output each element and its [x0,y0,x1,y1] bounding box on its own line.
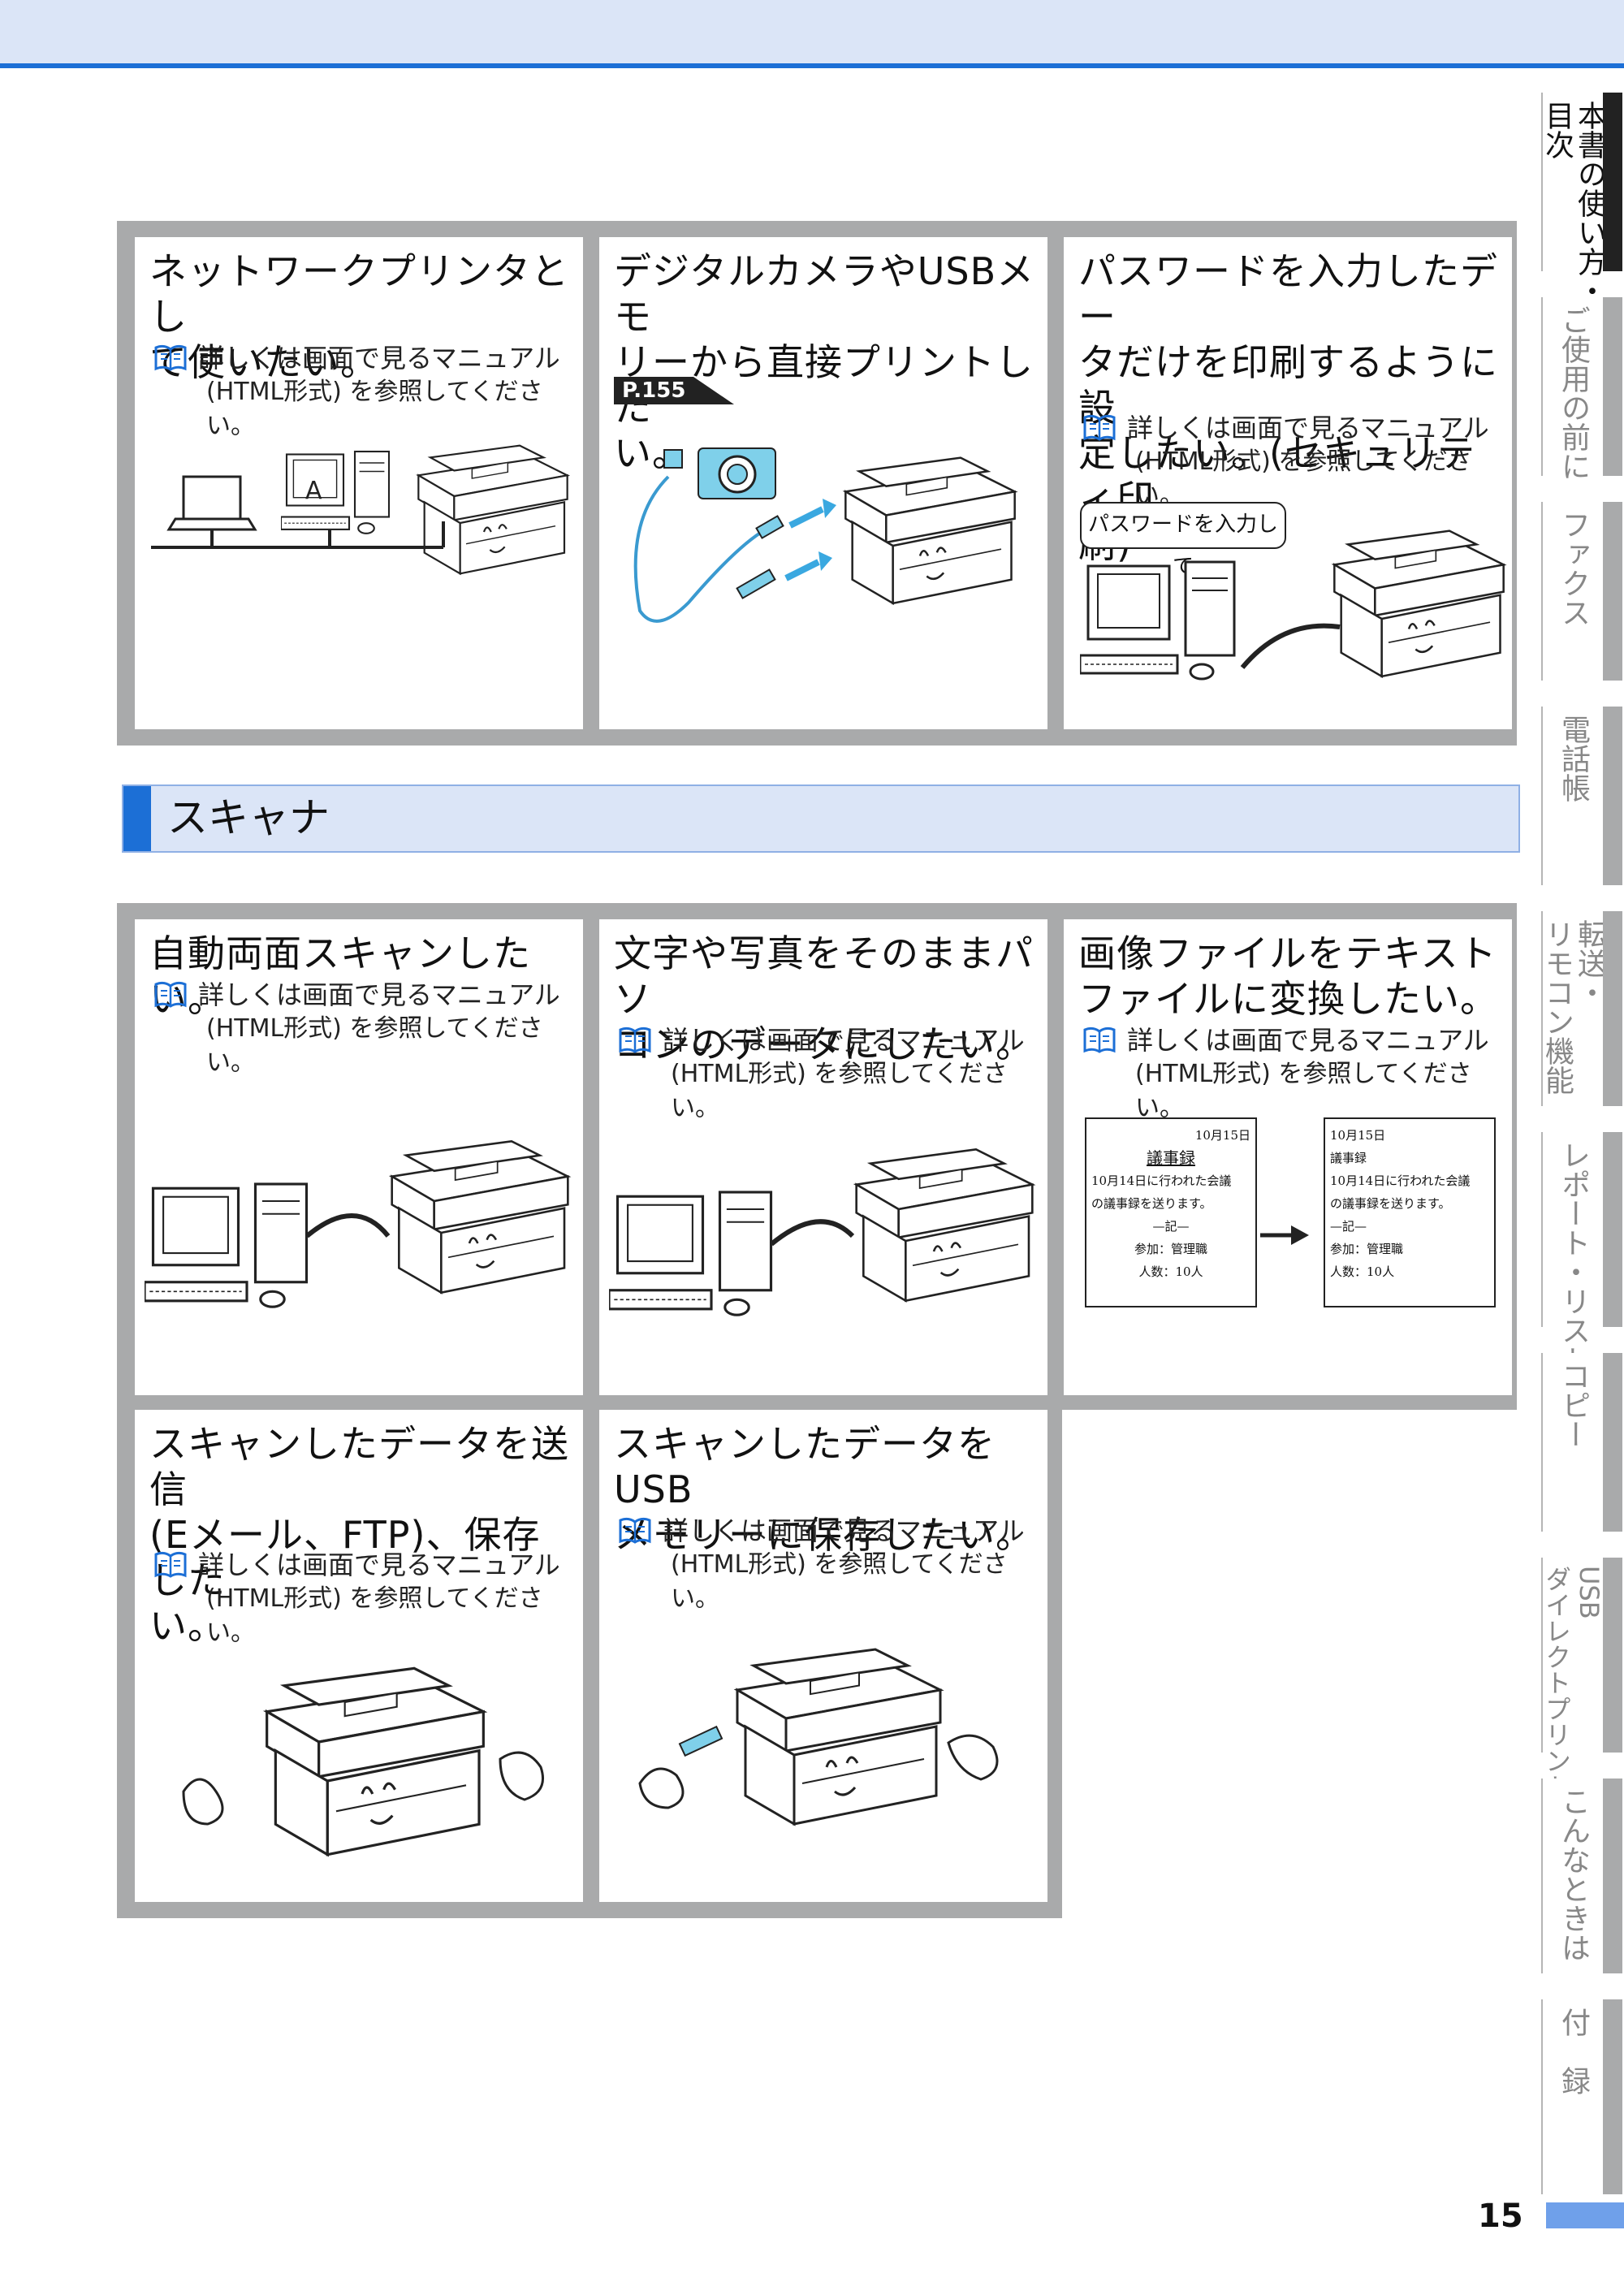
page-reference: P.155 [614,377,735,404]
tab-reports-lists[interactable]: レポート・リスト [1541,1132,1622,1374]
manual-note: 詳しくは画面で見るマニュアル (HTML形式) を参照してください。 [1082,411,1505,513]
card-scan-to-pc: 文字や写真をそのままパソ コンのデータにしたい。 詳しくは画面で見るマニュアル … [599,919,1047,1395]
manual-book-icon [617,1515,653,1545]
manual-book-icon [1082,413,1117,442]
tab-usb-direct-print[interactable]: USB ダイレクトプリント [1541,1558,1622,1800]
manual-note: 詳しくは画面で見るマニュアル (HTML形式) を参照してください。 [617,1514,1041,1616]
card-title: 文字や写真をそのままパソ コンのデータにしたい。 [614,931,1034,1066]
document-text: 10月15日 議事録 10月14日に行われた会議 の議事録を送ります。 —記— … [1324,1117,1496,1307]
card-camera-usb-print: デジタルカメラやUSBメモ リーから直接プリントした い。 P.155 [599,237,1047,729]
network-printer-illustration: A [151,444,568,575]
section-marker [123,786,151,851]
tab-copy[interactable]: コピー [1541,1353,1622,1532]
document-image: 10月15日 議事録 10月14日に行われた会議 の議事録を送ります。 —記— … [1085,1117,1257,1307]
card-title: 自動両面スキャンしたい。 [149,931,531,1021]
tab-appendix[interactable]: 付 録 [1541,1999,1622,2194]
speech-bubble: パスワードを入力して [1080,502,1286,579]
scan-to-usb-illustration [638,1597,999,1897]
manual-book-icon [153,979,188,1009]
tab-phonebook[interactable]: 電話帳 [1541,707,1622,885]
card-title: 画像ファイルをテキスト ファイルに変換したい。 [1078,931,1498,1021]
manual-note: 詳しくは画面で見るマニュアル (HTML形式) を参照してください。 [153,978,577,1080]
scan-to-pc-illustration [609,1148,1034,1316]
card-secure-print: パスワードを入力したデー タだけを印刷するように設 定したい。(セキュリティ印 … [1064,237,1512,729]
tab-before-use[interactable]: ご使用の前に [1541,297,1622,481]
scan-send-illustration [182,1666,544,1856]
duplex-scan-illustration [145,1139,569,1308]
tab-fax[interactable]: ファクス [1541,502,1622,681]
card-title: ネットワークプリンタとし て使いたい。 [149,249,569,384]
card-title: デジタルカメラやUSBメモ リーから直接プリントした い。 [614,249,1035,475]
manual-book-icon [153,343,188,372]
page-number: 15 [1478,2198,1523,2235]
card-network-printer: ネットワークプリンタとし て使いたい。 詳しくは画面で見るマニュアル (HTML… [135,237,583,729]
card-scan-to-usb: スキャンしたデータをUSB メモリーに保存したい。 詳しくは画面で見るマニュアル… [599,1410,1047,1902]
tab-troubleshooting[interactable]: こんなときは [1541,1779,1622,1973]
manual-note: 詳しくは画面で見るマニュアル (HTML形式) を参照してください。 [1082,1023,1505,1126]
secure-print-illustration [1080,529,1505,681]
svg-text:A: A [305,477,322,505]
card-duplex-scan: 自動両面スキャンしたい。 詳しくは画面で見るマニュアル (HTML形式) を参照… [135,919,583,1395]
tab-forward-remote[interactable]: 転送・ リモコン機能 [1540,911,1622,1106]
camera-usb-illustration [633,447,1017,623]
manual-note: 詳しくは画面で見るマニュアル (HTML形式) を参照してください。 [153,1548,577,1650]
manual-book-icon [617,1025,653,1054]
page-number-bar [1546,2202,1624,2228]
card-title: スキャンしたデータを送信 (Eメール、FTP)、保存した い。 [149,1422,569,1648]
arrow-right-icon [1260,1225,1309,1245]
page-reference-arrow-icon [693,377,735,404]
card-title: スキャンしたデータをUSB メモリーに保存したい。 [614,1422,1034,1557]
section-title: スキャナ [167,794,330,841]
card-scan-send-save: スキャンしたデータを送信 (Eメール、FTP)、保存した い。 詳しくは画面で見… [135,1410,583,1902]
manual-note: 詳しくは画面で見るマニュアル (HTML形式) を参照してください。 [153,341,577,443]
manual-book-icon [1082,1025,1117,1054]
manual-note: 詳しくは画面で見るマニュアル (HTML形式) を参照してください。 [617,1023,1041,1126]
tab-contents[interactable]: 本書の使い方・ 目次 [1540,93,1622,305]
top-header-bar [0,0,1624,68]
manual-book-icon [153,1549,188,1579]
section-header-scanner: スキャナ [122,784,1520,853]
card-ocr: 画像ファイルをテキスト ファイルに変換したい。 詳しくは画面で見るマニュアル (… [1064,919,1512,1395]
